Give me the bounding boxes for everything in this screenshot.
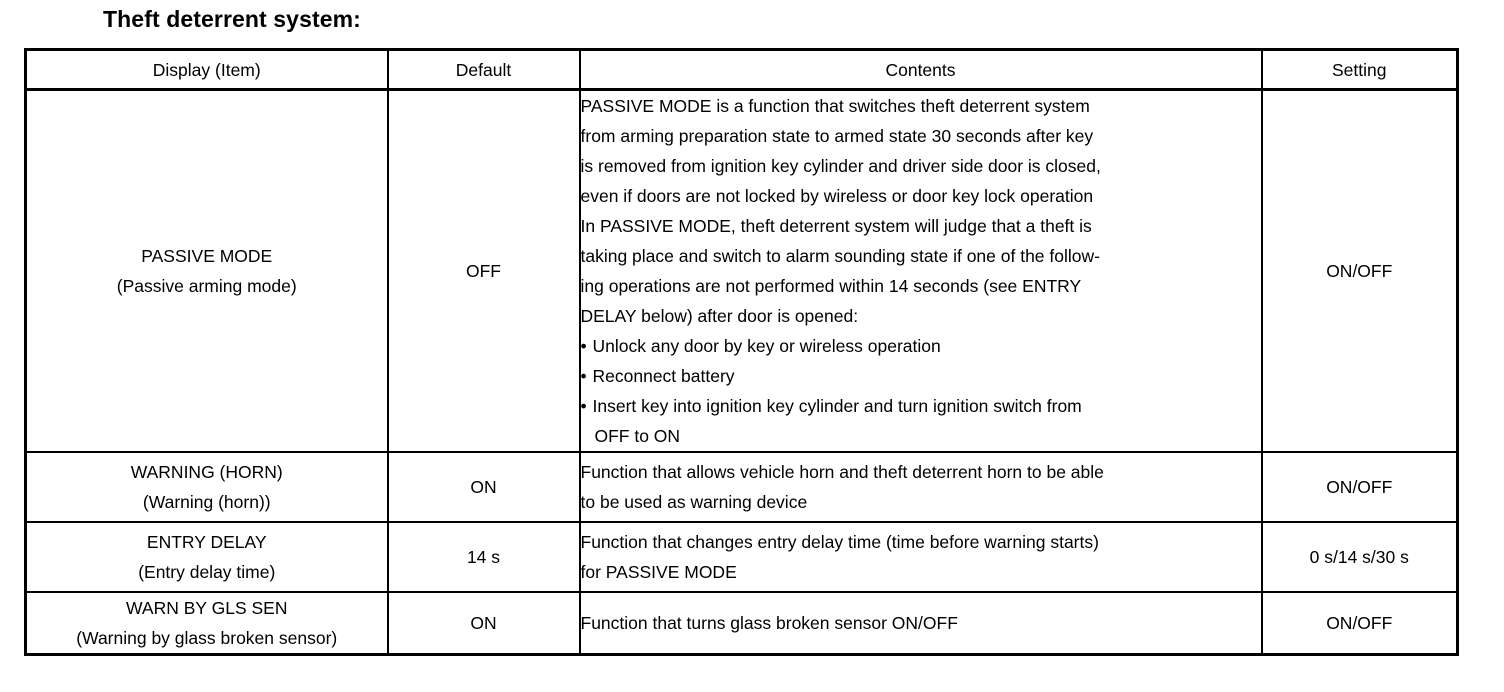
cell-contents: PASSIVE MODE is a function that switches… [578, 88, 1263, 453]
cell-default-value: ON [386, 591, 581, 656]
column-header-default: Default [386, 48, 581, 91]
contents-bullet-text: Insert key into ignition key cylinder an… [592, 396, 1082, 416]
display-item-description: (Warning by glass broken sensor) [76, 628, 338, 648]
table-row: PASSIVE MODE (Passive arming mode) OFF P… [24, 88, 1459, 453]
contents-bullet-item: •Insert key into ignition key cylinder a… [581, 391, 1261, 421]
cell-setting-options: ON/OFF [1260, 451, 1459, 523]
contents-line: to be used as warning device [580, 492, 808, 512]
cell-display-item: WARN BY GLS SEN (Warning by glass broken… [24, 591, 389, 656]
cell-display-item: PASSIVE MODE (Passive arming mode) [24, 88, 389, 453]
display-item-description: (Passive arming mode) [116, 276, 297, 296]
page-title: Theft deterrent system: [103, 6, 361, 32]
table-body: PASSIVE MODE (Passive arming mode) OFF P… [24, 88, 1459, 656]
display-item-name: ENTRY DELAY [146, 532, 267, 552]
contents-line: Function that allows vehicle horn and th… [580, 462, 1104, 482]
display-item-description: (Entry delay time) [138, 562, 276, 582]
table-row: WARN BY GLS SEN (Warning by glass broken… [24, 591, 1459, 656]
contents-line: Function that turns glass broken sensor … [580, 613, 958, 633]
cell-setting-options: ON/OFF [1260, 88, 1459, 453]
table-header: Display (Item) Default Contents Setting [24, 48, 1459, 91]
contents-line: even if doors are not locked by wireless… [580, 186, 1094, 206]
cell-default-value: OFF [386, 88, 581, 453]
column-header-contents: Contents [578, 48, 1263, 91]
contents-line: DELAY below) after door is opened: [580, 306, 859, 326]
contents-line: PASSIVE MODE is a function that switches… [580, 96, 1090, 116]
cell-default-value: 14 s [386, 521, 581, 593]
cell-contents: Function that turns glass broken sensor … [578, 591, 1263, 656]
contents-bullet-text: Reconnect battery [592, 366, 735, 386]
column-header-display: Display (Item) [24, 48, 389, 91]
contents-line: ing operations are not performed within … [580, 276, 1082, 296]
display-item-name: WARNING (HORN) [130, 462, 283, 482]
display-item-name: PASSIVE MODE [141, 246, 273, 266]
contents-line: for PASSIVE MODE [580, 562, 737, 582]
table-header-row: Display (Item) Default Contents Setting [24, 48, 1459, 91]
contents-bullet-item: •Unlock any door by key or wireless oper… [581, 331, 1261, 361]
cell-default-value: ON [386, 451, 581, 523]
contents-bullet-continuation: OFF to ON [594, 426, 681, 446]
table-row: ENTRY DELAY (Entry delay time) 14 s Func… [24, 521, 1459, 593]
contents-line: In PASSIVE MODE, theft deterrent system … [580, 216, 1092, 236]
contents-line: taking place and switch to alarm soundin… [580, 246, 1100, 266]
cell-contents: Function that allows vehicle horn and th… [578, 451, 1263, 523]
contents-line: is removed from ignition key cylinder an… [580, 156, 1101, 176]
contents-bullet-text: Unlock any door by key or wireless opera… [592, 336, 941, 356]
cell-setting-options: 0 s/14 s/30 s [1260, 521, 1459, 593]
column-header-setting: Setting [1260, 48, 1459, 91]
contents-line: Function that changes entry delay time (… [580, 532, 1099, 552]
cell-display-item: ENTRY DELAY (Entry delay time) [24, 521, 389, 593]
bullet-icon: • [580, 396, 587, 416]
contents-bullet-item: •Reconnect battery [581, 361, 1261, 391]
bullet-icon: • [580, 336, 587, 356]
cell-display-item: WARNING (HORN) (Warning (horn)) [24, 451, 389, 523]
theft-deterrent-settings-table: Display (Item) Default Contents Setting … [24, 48, 1459, 656]
cell-setting-options: ON/OFF [1260, 591, 1459, 656]
bullet-icon: • [580, 366, 587, 386]
display-item-description: (Warning (horn)) [142, 492, 271, 512]
contents-line: from arming preparation state to armed s… [580, 126, 1094, 146]
table-row: WARNING (HORN) (Warning (horn)) ON Funct… [24, 451, 1459, 523]
display-item-name: WARN BY GLS SEN [126, 598, 288, 618]
cell-contents: Function that changes entry delay time (… [578, 521, 1263, 593]
